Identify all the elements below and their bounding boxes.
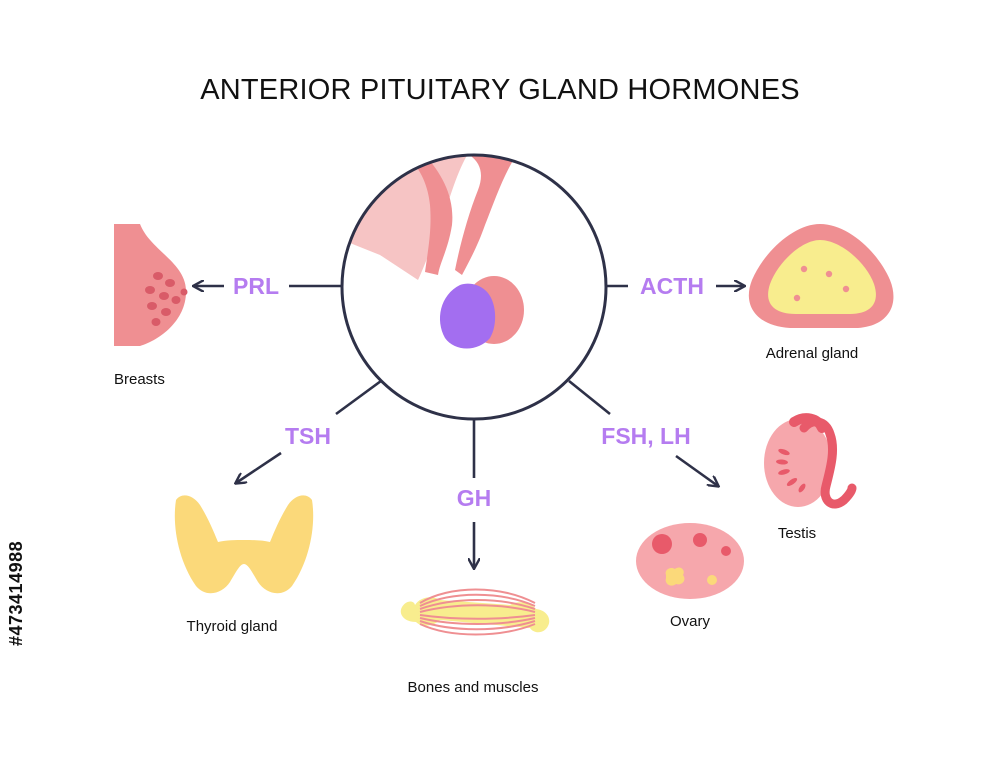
tsh-label: TSH bbox=[285, 423, 331, 449]
breasts-label: Breasts bbox=[114, 371, 165, 388]
diagram-title: ANTERIOR PITUITARY GLAND HORMONES bbox=[200, 74, 800, 106]
adrenal-gland-label: Adrenal gland bbox=[766, 345, 859, 362]
tsh-line bbox=[335, 379, 382, 416]
stock-id-text: #473414988 bbox=[6, 540, 26, 646]
connectors bbox=[194, 286, 744, 568]
ovary-label: Ovary bbox=[670, 613, 711, 630]
acth-label: ACTH bbox=[640, 273, 704, 299]
stalk-front bbox=[400, 155, 453, 275]
pituitary-gland-illustration bbox=[340, 153, 608, 421]
fsh-lh-line bbox=[568, 379, 611, 416]
fsh-lh-label: FSH, LH bbox=[601, 423, 690, 449]
testis-icon bbox=[764, 413, 857, 509]
prl-label: PRL bbox=[233, 273, 279, 299]
tsh-arrow bbox=[236, 451, 282, 483]
bones-muscles-icon bbox=[400, 588, 550, 636]
breast-icon bbox=[114, 224, 188, 346]
thyroid-icon bbox=[174, 495, 314, 594]
anterior-lobe bbox=[440, 283, 496, 349]
adrenal-gland-icon bbox=[748, 224, 894, 328]
thyroid-gland-label: Thyroid gland bbox=[187, 618, 278, 635]
pituitary-stalk bbox=[455, 155, 520, 275]
ovary-icon bbox=[636, 523, 744, 599]
fsh-lh-arrow bbox=[675, 454, 718, 486]
bones-muscles-label: Bones and muscles bbox=[408, 679, 539, 696]
gh-label: GH bbox=[457, 485, 492, 511]
testis-label: Testis bbox=[778, 525, 816, 542]
